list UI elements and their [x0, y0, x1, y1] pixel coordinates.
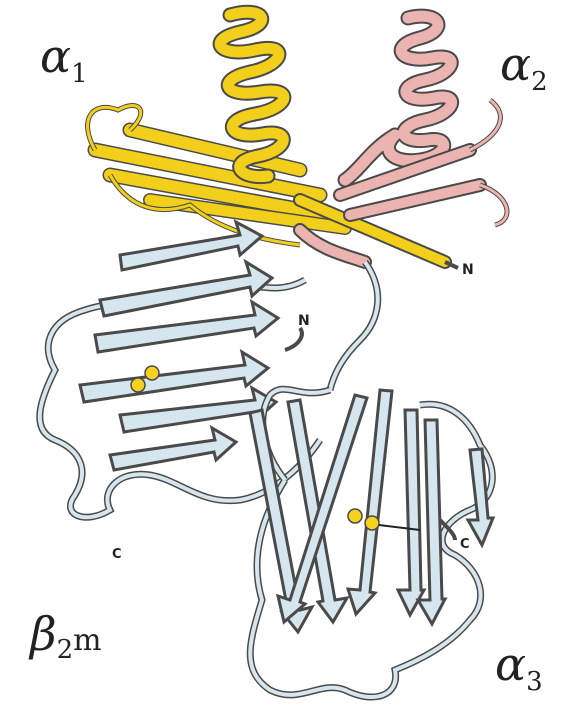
beta2m-n-tail: [285, 328, 302, 350]
beta2m-disulfide-sulfur: [145, 366, 159, 380]
beta2m-strand: [110, 428, 236, 470]
beta2m-strand: [120, 222, 262, 270]
terminus-beta2m-n: N: [298, 313, 310, 329]
terminus-beta2m-c: C: [112, 547, 122, 562]
label-beta2m: β2m: [28, 607, 102, 665]
beta2m-strand: [80, 352, 268, 402]
alpha3-strand: [398, 410, 424, 615]
label-alpha3: α3: [495, 637, 543, 697]
alpha2-loop: [470, 100, 507, 225]
alpha3-disulfide-sulfur: [365, 516, 379, 530]
domain-linker: [330, 262, 378, 390]
alpha3-disulfide-sulfur: [348, 509, 362, 523]
alpha3-domain: [250, 389, 493, 697]
label-alpha2: α2: [500, 37, 548, 97]
terminus-alpha-chain-n: N: [462, 262, 474, 278]
beta2m-disulfide-sulfur: [131, 378, 145, 392]
label-alpha1: α1: [40, 29, 88, 89]
terminus-alpha3-c: C: [460, 537, 470, 552]
